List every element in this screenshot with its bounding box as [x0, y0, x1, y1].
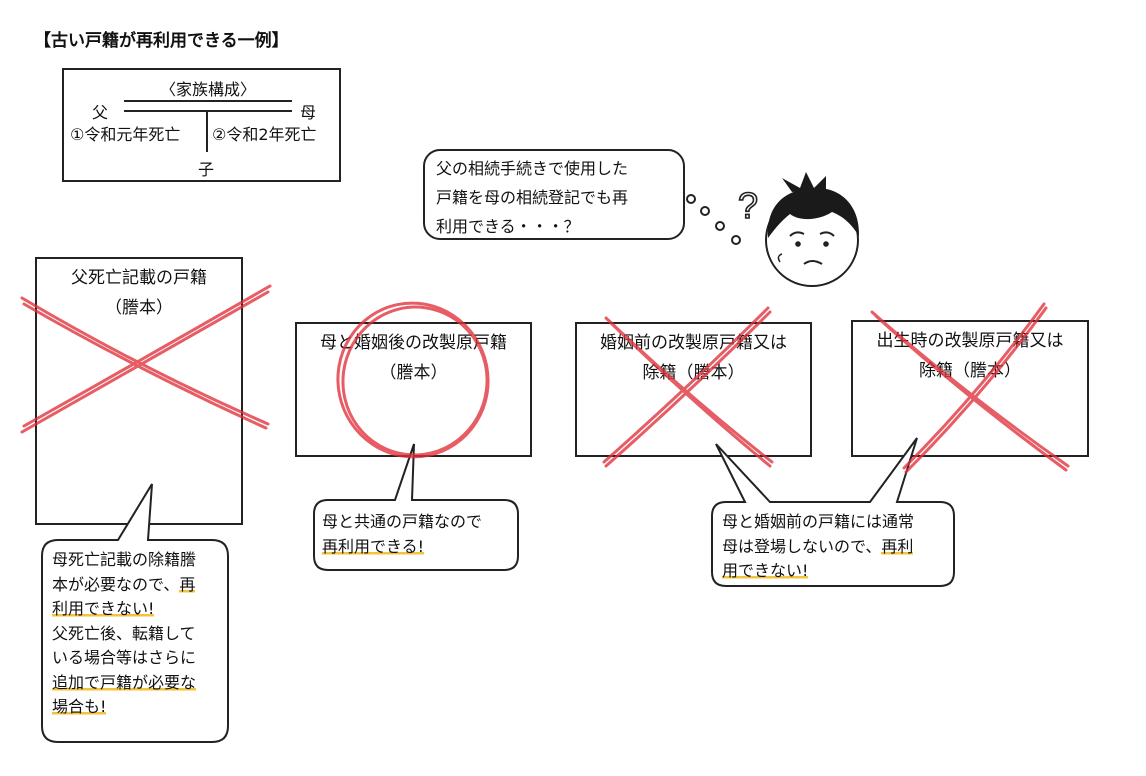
highlighted-text: 用できない! [722, 561, 809, 580]
mother-label: 母 [300, 103, 317, 122]
bubble-line: 用できない! [722, 559, 914, 584]
bubble-text-segment: 本が必要なので、 [52, 574, 180, 594]
thought-dot [731, 235, 741, 245]
thought-bubble [423, 149, 685, 240]
thought-line: 戸籍を母の相続登記でも再 [436, 188, 629, 207]
doc-subtitle: （謄本） [379, 363, 448, 383]
bubble-line: 利用できない! [52, 597, 196, 622]
child-label: 子 [198, 160, 215, 179]
highlighted-text: 場合も! [52, 697, 107, 716]
doc-subtitle: （謄本） [105, 298, 173, 318]
bubble-text-segment: 母は登場しないので、 [722, 536, 882, 556]
bubble-line: 追加で戸籍が必要な [52, 671, 197, 696]
bubble-line: 再利用できる! [322, 535, 482, 560]
thought-text: 父の相続手続きで使用した 戸籍を母の相続登記でも再 利用できる・・・？ [436, 154, 628, 241]
red-cross-mark-3 [870, 310, 1070, 468]
bubble-line: 母と共通の戸籍なので [322, 512, 483, 531]
bubble-line: 本が必要なので、再 [52, 573, 196, 598]
bubble-line: 場合も! [52, 695, 196, 720]
highlighted-text: 利用できない! [52, 599, 155, 618]
highlighted-text: 再 [179, 574, 196, 594]
family-caption: 〈家族構成〉 [160, 80, 257, 99]
question-mark-icon: ? [738, 185, 758, 226]
thought-dot [686, 194, 696, 204]
page-title: 【古い戸籍が再利用できる一例】 [34, 31, 289, 51]
doc-title: 母と婚姻後の改製原戸籍 [320, 333, 507, 353]
bubble-line: 母死亡記載の除籍謄 [52, 550, 197, 569]
bubble-line: 母と婚姻前の戸籍には通常 [722, 512, 915, 531]
father-label: 父 [92, 103, 109, 122]
speech-text-left: 母死亡記載の除籍謄 本が必要なので、再 利用できない! 父死亡後、転籍して いる… [52, 548, 197, 720]
highlighted-text: 追加で戸籍が必要な [52, 672, 197, 692]
father-death-label: ①令和元年死亡 [70, 125, 181, 144]
bubble-line: いる場合等はさらに [52, 648, 197, 667]
worried-person-icon [765, 172, 860, 287]
thought-line: 利用できる・・・？ [436, 217, 580, 236]
highlighted-text: 再利 [881, 536, 914, 556]
family-structure-box [62, 68, 341, 182]
red-circle-mark [336, 301, 490, 459]
doc-post-marriage-register: 母と婚姻後の改製原戸籍 （謄本） [295, 322, 532, 457]
speech-text-middle: 母と共通の戸籍なので 再利用できる! [322, 510, 482, 559]
bubble-line: 母は登場しないので、再利 [722, 535, 914, 560]
thought-line: 父の相続手続きで使用した [436, 159, 629, 178]
mother-death-label: ②令和2年死亡 [212, 125, 317, 144]
highlighted-text: 再利用できる! [322, 536, 425, 556]
doc-title: 父死亡記載の戸籍 [71, 268, 207, 288]
doc-title: 婚姻前の改製原戸籍又は [600, 333, 787, 353]
speech-text-right: 母と婚姻前の戸籍には通常 母は登場しないので、再利 用できない! [722, 510, 914, 584]
thought-dot [700, 206, 710, 216]
bubble-line: 父死亡後、転籍して [52, 623, 196, 643]
thought-dot [715, 221, 725, 231]
